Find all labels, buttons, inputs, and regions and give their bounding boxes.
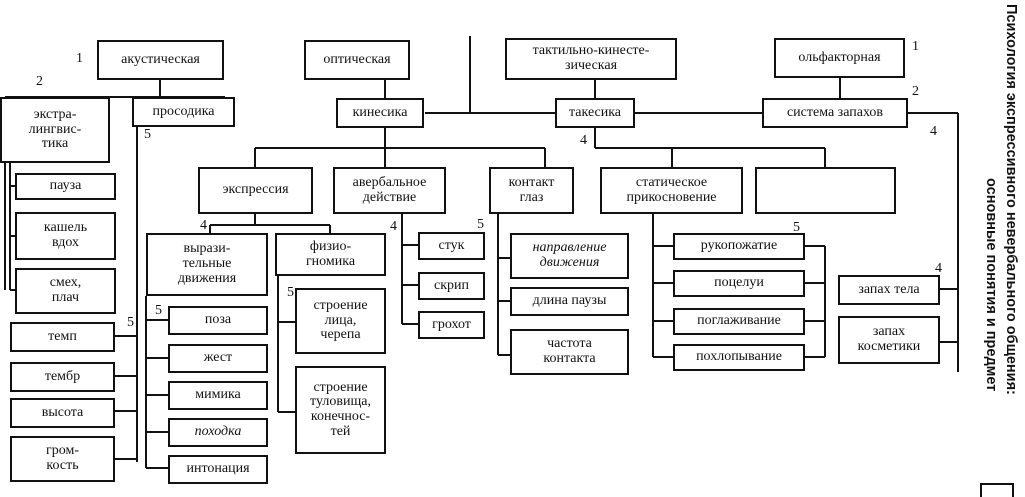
physiognomy-box: физио- гномика <box>275 233 386 276</box>
expressive-movements-box: вырази- тельные движения <box>146 233 268 296</box>
level-number: 4 <box>580 133 587 148</box>
level-number: 2 <box>36 74 43 89</box>
face-skull-structure-box: строение лица, черепа <box>295 288 386 354</box>
gesture-box: жест <box>168 344 268 373</box>
level-number: 5 <box>287 285 294 300</box>
eye-contact-box: контакт глаз <box>489 167 574 214</box>
static-touch-box: статическое прикосновение <box>600 167 743 214</box>
level-number: 4 <box>390 219 397 234</box>
creak-box: скрип <box>418 272 485 300</box>
page-number-frame <box>980 483 1014 497</box>
running-title: Психология экспрессивного невербального … <box>963 0 1023 497</box>
level-number: 1 <box>912 39 919 54</box>
expression-box: экспрессия <box>198 167 313 214</box>
cough-breath-box: кашель вдох <box>15 212 116 260</box>
patting-box: похлопывание <box>673 344 805 371</box>
contact-frequency-box: частота контакта <box>510 329 629 375</box>
body-odor-box: запах тела <box>838 275 940 305</box>
acoustic-box: акустическая <box>97 40 224 80</box>
extralinguistics-box: экстра- лингвис- тика <box>0 97 110 163</box>
gait-box: походка <box>168 418 268 447</box>
pause-length-box: длина паузы <box>510 287 629 316</box>
smell-system-box: система запахов <box>762 98 908 128</box>
level-number: 5 <box>127 315 134 330</box>
body-limbs-structure-box: строение туловища, конечнос- тей <box>295 366 386 454</box>
tempo-box: темп <box>10 322 115 352</box>
kinesics-box: кинесика <box>336 98 424 128</box>
level-number: 5 <box>793 220 800 235</box>
level-number: 1 <box>76 51 83 66</box>
movement-direction-box: направление движения <box>510 233 629 279</box>
level-number: 5 <box>477 217 484 232</box>
olfactory-box: ольфакторная <box>774 38 905 78</box>
tactile-kinesthetic-box: тактильно-кинесте- зическая <box>505 38 677 80</box>
level-number: 5 <box>144 127 151 142</box>
cosmetics-odor-box: запах косметики <box>838 316 940 364</box>
facial-expression-box: мимика <box>168 381 268 410</box>
nonverbal-action-box: авербальное действие <box>333 167 446 214</box>
optical-box: оптическая <box>304 40 410 80</box>
prosody-box: просодика <box>132 97 235 127</box>
knock-box: стук <box>418 232 485 260</box>
level-number: 4 <box>200 218 207 233</box>
handshake-box: рукопожатие <box>673 233 805 260</box>
level-number: 4 <box>935 261 942 276</box>
level-number: 5 <box>155 303 162 318</box>
intonation-box: интонация <box>168 455 268 484</box>
level-number: 2 <box>912 84 919 99</box>
title-line-2: основные понятия и предмет <box>983 178 999 392</box>
laugh-cry-box: смех, плач <box>15 268 116 314</box>
title-line-1: Психология экспрессивного невербального … <box>1003 4 1019 395</box>
posture-box: поза <box>168 306 268 335</box>
takesics-box: такесика <box>555 98 635 128</box>
loudness-box: гром- кость <box>10 436 115 482</box>
pause-box: пауза <box>15 173 116 200</box>
timbre-box: тембр <box>10 362 115 392</box>
rumble-box: грохот <box>418 311 485 339</box>
level-number: 4 <box>930 124 937 139</box>
pitch-box: высота <box>10 398 115 428</box>
stroking-box: поглаживание <box>673 308 805 335</box>
kisses-box: поцелуи <box>673 270 805 297</box>
blank-box <box>755 167 896 214</box>
